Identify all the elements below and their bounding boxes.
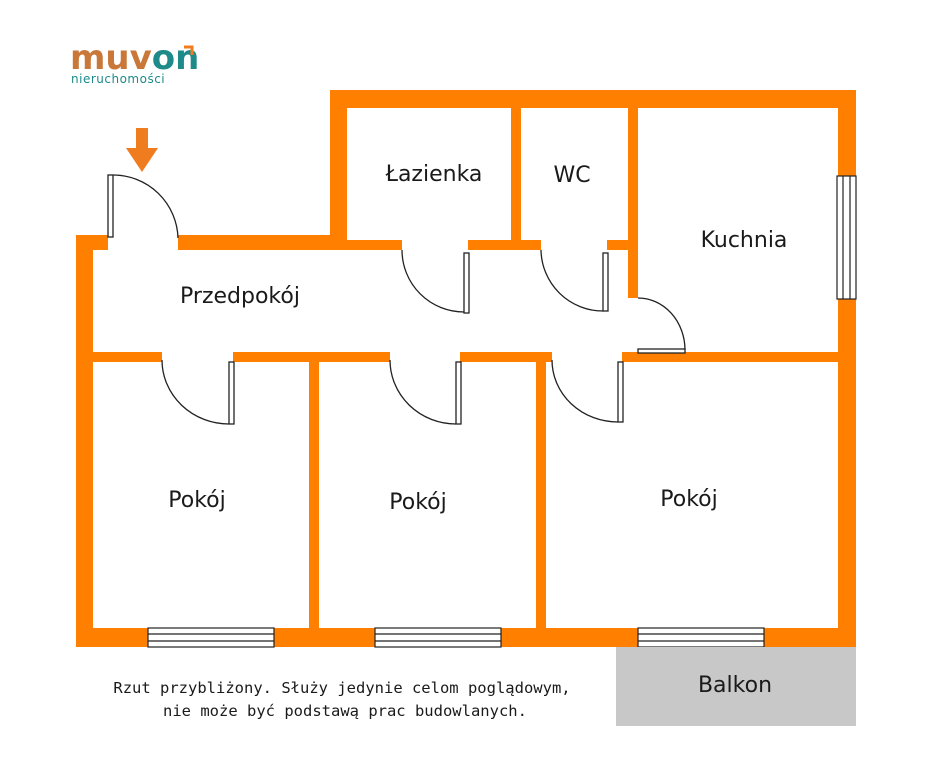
window-kitchen	[836, 175, 857, 300]
wall-bathroom-bottom-a	[347, 240, 402, 250]
wall-top	[330, 90, 856, 108]
room-label-hallway: Przedpokój	[180, 284, 300, 309]
room-label-kitchen: Kuchnia	[701, 228, 788, 253]
room-label-left: Pokój	[168, 488, 225, 513]
room-left-door	[161, 359, 235, 425]
disclaimer-line-1: Rzut przybliżony. Służy jedynie celom po…	[113, 679, 570, 697]
window-room-middle	[374, 627, 502, 648]
wall-bathroom-bottom-b	[468, 240, 541, 250]
wall-room3-top	[622, 352, 856, 362]
logo: muvon nieruchomości	[70, 38, 199, 86]
entrance-door	[107, 174, 179, 239]
wall-room2-top	[460, 352, 552, 362]
room-right-door	[551, 359, 624, 423]
wall-right-upper	[838, 90, 856, 176]
window-room-right	[637, 627, 765, 648]
wall-room1-top-a	[76, 352, 162, 362]
logo-tagline: nieruchomości	[71, 72, 165, 86]
kitchen-door	[637, 297, 686, 354]
logo-wordmark: muvon	[70, 38, 199, 78]
windows	[147, 175, 857, 648]
wall-left	[76, 235, 93, 647]
wall-bathroom-left	[330, 90, 347, 250]
room-label-middle: Pokój	[389, 490, 446, 515]
entrance-arrow-icon	[126, 128, 158, 172]
room-label-right: Pokój	[660, 487, 717, 512]
wall-room2-room3	[536, 352, 546, 642]
bathroom-door	[401, 249, 470, 314]
room-label-wc: WC	[553, 163, 590, 188]
wc-door	[540, 249, 609, 312]
wall-right-lower	[838, 299, 856, 647]
wall-room1-room2	[309, 352, 319, 642]
room-label-bathroom: Łazienka	[385, 162, 483, 187]
room-middle-door	[389, 359, 462, 425]
wall-wc-bottom	[607, 240, 631, 250]
wall-kitchen-left	[628, 90, 638, 298]
wall-bathroom-wc	[511, 90, 521, 250]
logo-arrow-icon	[184, 45, 194, 55]
balcony-area	[616, 647, 856, 726]
balcony-label: Balkon	[698, 673, 772, 698]
doors	[107, 174, 686, 425]
disclaimer-line-2: nie może być podstawą prac budowlanych.	[163, 702, 527, 720]
window-room-left	[147, 627, 275, 648]
wall-entry-top	[178, 235, 347, 250]
